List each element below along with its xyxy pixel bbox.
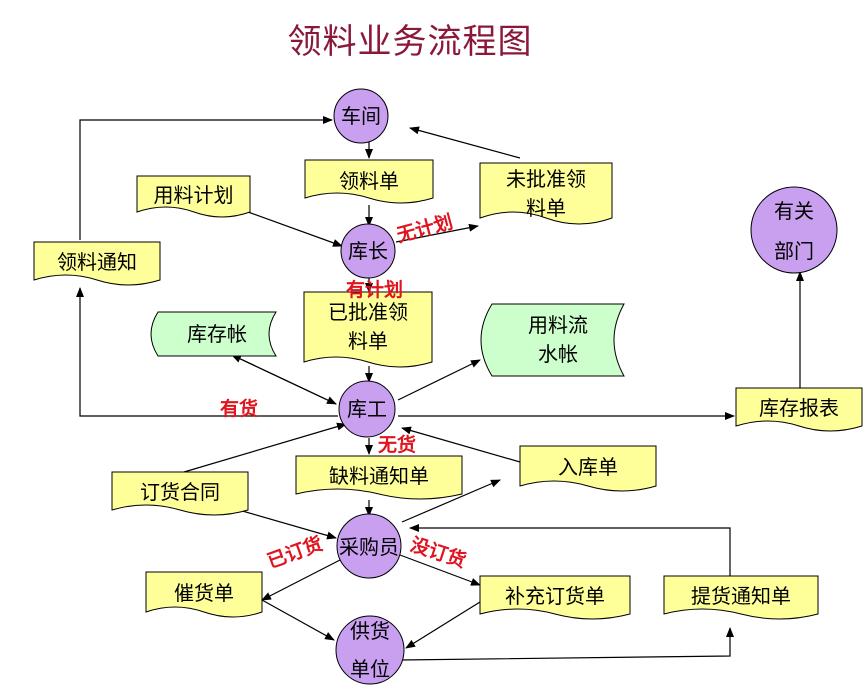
supplement-shape — [479, 575, 631, 620]
arrow-head-to-unapproved — [395, 223, 479, 243]
node-supplement-order: 补充订货单 — [505, 583, 605, 608]
node-storekeeper-head: 库长 — [348, 238, 388, 263]
node-receipt: 入库单 — [558, 454, 618, 479]
edge-label-in-stock: 有货 — [220, 398, 259, 420]
dept-circle — [750, 186, 838, 274]
approved-shape — [303, 291, 433, 368]
node-related-dept-line2: 部门 — [774, 238, 814, 263]
arrow-delivery-to-purchaser — [409, 524, 731, 578]
delivery-shape — [663, 575, 819, 620]
arrow-receipt-to-storeworker — [401, 426, 521, 463]
node-supplier-line2: 单位 — [350, 656, 390, 681]
requisition-shape — [304, 159, 434, 204]
arrow-purchaser-to-receipt — [401, 479, 501, 523]
contract-shape — [111, 471, 249, 516]
unapproved-shape — [479, 162, 613, 225]
node-requisition: 领料单 — [339, 168, 399, 193]
node-material-plan: 用料计划 — [153, 182, 234, 207]
node-related-dept-line1: 有关 — [774, 198, 814, 223]
node-pick-notice: 领料通知 — [57, 249, 137, 274]
arrow-purchaser-to-urge — [261, 559, 341, 601]
node-storeworker: 库工 — [347, 396, 387, 421]
usage-ledger-shape — [480, 303, 625, 377]
report-shape — [735, 387, 863, 432]
receipt-shape — [519, 445, 657, 492]
node-inventory-report: 库存报表 — [759, 395, 839, 420]
plan-shape — [136, 175, 251, 218]
arrow-purchaser-to-supplement — [399, 554, 481, 586]
entity-circles — [333, 88, 838, 685]
arrow-plan-to-head — [247, 211, 343, 247]
node-usage-ledger: 用料流 水帐 — [528, 313, 588, 366]
edge-label-out-of-stock: 无货 — [378, 434, 417, 456]
arrow-supplier-to-delivery — [399, 627, 734, 661]
node-delivery-notice: 提货通知单 — [691, 583, 791, 608]
node-unapproved: 未批准领 料单 — [506, 167, 586, 220]
shortage-shape — [295, 455, 463, 500]
node-inventory-ledger: 库存帐 — [187, 321, 247, 346]
node-order-contract: 订货合同 — [140, 479, 220, 504]
arrow-storeworker-to-usage — [397, 359, 481, 401]
node-purchaser: 采购员 — [339, 534, 399, 559]
purchaser-circle — [336, 513, 402, 579]
pick-notice-shape — [33, 241, 161, 286]
node-approved: 已批准领 料单 — [328, 300, 408, 353]
document-shapes — [33, 159, 863, 620]
arrow-unapproved-to-workshop — [409, 126, 521, 159]
node-shortage-notice: 缺料通知单 — [329, 463, 429, 488]
connectors — [76, 116, 804, 661]
arrow-pick-notice-to-workshop — [79, 116, 333, 240]
ledger-shapes — [150, 303, 625, 377]
arrow-storeworker-to-ledger — [231, 354, 337, 405]
arrow-supplement-to-supplier — [405, 601, 481, 649]
node-workshop: 车间 — [341, 103, 381, 128]
edge-label-has-plan: 有计划 — [346, 279, 404, 301]
arrow-contract-to-storeworker — [183, 422, 347, 473]
storeworker-circle — [338, 380, 396, 438]
arrow-storeworker-to-pick-notice — [76, 287, 338, 417]
node-urge-order: 催货单 — [174, 580, 234, 605]
node-supplier-line1: 供货 — [350, 618, 390, 643]
inventory-ledger-shape — [150, 311, 277, 357]
head-circle — [340, 223, 396, 279]
arrow-contract-to-purchaser — [231, 507, 337, 540]
arrow-urge-to-supplier — [261, 599, 335, 641]
workshop-circle — [333, 88, 389, 144]
supplier-circle — [335, 615, 405, 685]
diagram-title: 领料业务流程图 — [287, 22, 533, 62]
urge-shape — [145, 571, 263, 618]
